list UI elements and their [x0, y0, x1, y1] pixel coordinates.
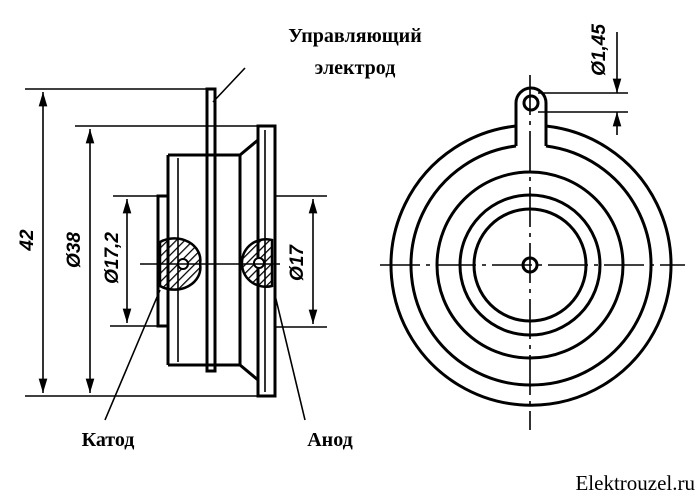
electrode-leader: [212, 67, 246, 103]
control-electrode-plate: [205, 87, 217, 373]
tab-hole: [522, 94, 540, 112]
dim-38-text: Ø38: [64, 232, 85, 268]
terminal-tab: [514, 86, 548, 146]
anode-leader: [274, 294, 306, 421]
dim-17-text: Ø17: [287, 244, 308, 281]
ring-2: [409, 144, 653, 387]
cathode-leader: [104, 289, 161, 421]
outer-circle: [389, 124, 673, 407]
dim-17-2-text: Ø17,2: [102, 232, 123, 284]
watermark: Elektrouzel.ru: [575, 471, 695, 495]
dim-42-text: 42: [17, 229, 38, 252]
control-electrode-label-1: Управляющий: [288, 25, 421, 47]
dim-1-45-text: Ø1,45: [589, 24, 610, 76]
anode-label: Анод: [307, 429, 353, 451]
front-view: [380, 32, 685, 430]
side-view: [25, 67, 327, 421]
control-electrode-label-2: электрод: [315, 57, 396, 79]
body: [166, 138, 259, 382]
cathode-label: Катод: [82, 429, 135, 451]
cathode-boss: [156, 194, 168, 328]
